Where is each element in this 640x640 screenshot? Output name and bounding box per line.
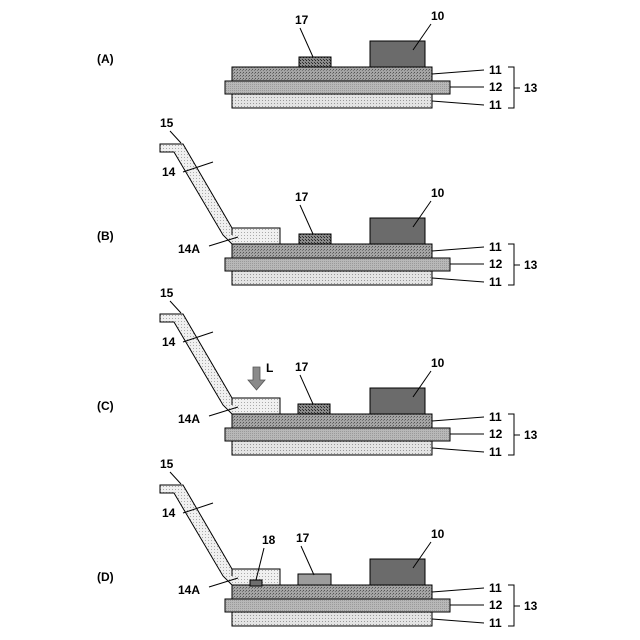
layer-11-bottom: [232, 94, 432, 108]
layer-11-top: [232, 244, 432, 258]
label-14A: 14A: [178, 583, 200, 597]
leader-11-top: [432, 588, 484, 592]
label-14A: 14A: [178, 412, 200, 426]
label-14: 14: [162, 165, 176, 179]
label-15: 15: [160, 457, 174, 471]
layer-11-bottom: [232, 271, 432, 285]
label-11-bottom: 11: [489, 445, 502, 459]
label-17: 17: [295, 360, 309, 374]
member-17: [299, 57, 331, 67]
label-12: 12: [489, 257, 503, 271]
weld-18: [250, 580, 262, 586]
lead-14: [160, 144, 280, 244]
layer-12: [225, 258, 450, 271]
leader-15: [170, 131, 181, 143]
panel-label: (C): [97, 399, 114, 413]
label-12: 12: [489, 80, 503, 94]
label-11-top: 11: [489, 410, 502, 424]
label-10: 10: [431, 186, 445, 200]
label-14A: 14A: [178, 242, 200, 256]
label-15: 15: [160, 116, 174, 130]
label-10: 10: [431, 527, 445, 541]
label-11-bottom: 11: [489, 98, 502, 112]
leader-11-bottom: [432, 101, 484, 105]
panel-C: (C) 11 12 11 13 10 17 15 14 14A L: [97, 286, 538, 459]
label-L: L: [266, 361, 273, 375]
label-11-top: 11: [489, 63, 502, 77]
panel-A: (A) 11 12 11 13 10 17: [97, 9, 538, 112]
label-11-bottom: 11: [489, 616, 502, 630]
layer-12: [225, 599, 450, 612]
label-10: 10: [431, 356, 445, 370]
panel-label: (B): [97, 229, 114, 243]
bracket-13: [508, 585, 520, 626]
leader-11-top: [432, 70, 484, 74]
label-14: 14: [162, 335, 176, 349]
leader-11-bottom: [432, 619, 484, 623]
panel-label: (A): [97, 52, 114, 66]
layer-11-bottom: [232, 441, 432, 455]
label-13: 13: [524, 599, 538, 613]
label-10: 10: [431, 9, 445, 23]
label-14: 14: [162, 506, 176, 520]
panel-B: (B) 11 12 11 13 10 17 15 14 14A: [97, 116, 538, 289]
panel-D: (D) 11 12 11 13 10 17 15 14 14A 18: [97, 457, 538, 630]
leader-11-top: [432, 417, 484, 421]
label-17: 17: [296, 531, 310, 545]
bracket-13: [508, 414, 520, 455]
label-11-bottom: 11: [489, 275, 502, 289]
layer-11-bottom: [232, 612, 432, 626]
layer-11-top: [232, 585, 432, 599]
label-13: 13: [524, 81, 538, 95]
label-11-top: 11: [489, 240, 502, 254]
label-17: 17: [295, 13, 309, 27]
leader-17: [300, 375, 313, 404]
panel-label: (D): [97, 570, 114, 584]
label-13: 13: [524, 428, 538, 442]
label-18: 18: [262, 533, 276, 547]
leader-15: [170, 301, 181, 313]
label-15: 15: [160, 286, 174, 300]
member-17: [299, 234, 331, 244]
label-12: 12: [489, 427, 503, 441]
layer-11-top: [232, 67, 432, 81]
leader-11-top: [432, 247, 484, 251]
layer-12: [225, 428, 450, 441]
bracket-13: [508, 67, 520, 108]
member-17: [298, 404, 330, 414]
down-arrow-icon: [248, 367, 265, 390]
member-17: [298, 574, 331, 585]
leader-11-bottom: [432, 278, 484, 282]
layer-11-top: [232, 414, 432, 428]
leader-17: [301, 546, 314, 575]
label-13: 13: [524, 258, 538, 272]
label-17: 17: [295, 190, 309, 204]
label-12: 12: [489, 598, 503, 612]
layer-12: [225, 81, 450, 94]
leader-17: [300, 28, 313, 57]
leader-11-bottom: [432, 448, 484, 452]
leader-15: [170, 472, 181, 484]
bracket-13: [508, 244, 520, 285]
label-11-top: 11: [489, 581, 502, 595]
lead-14: [160, 314, 280, 414]
leader-17: [300, 205, 313, 234]
